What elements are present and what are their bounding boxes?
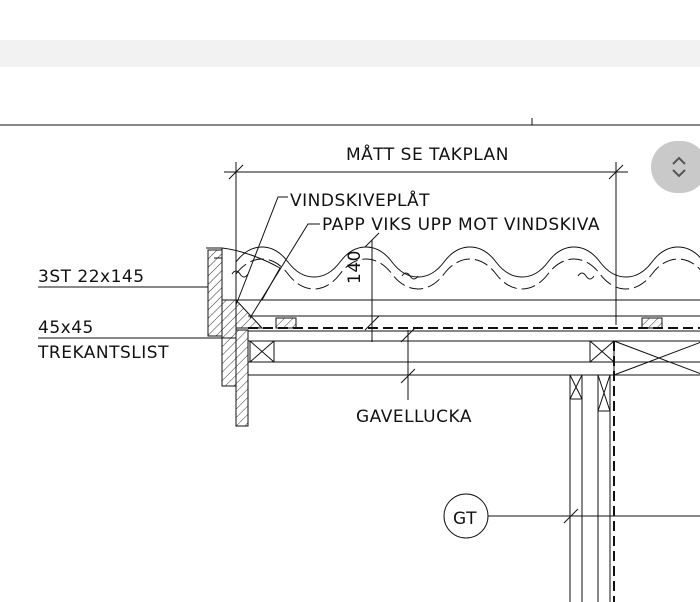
sheet-frame — [0, 118, 700, 126]
dimension-label: MÅTT SE TAKPLAN — [346, 143, 509, 165]
gt-marker-label: GT — [453, 509, 477, 529]
label-papp: PAPP VIKS UPP MOT VINDSKIVA — [322, 215, 600, 235]
label-gavellucka: GAVELLUCKA — [356, 407, 472, 427]
roof-tiles — [236, 246, 700, 290]
wind-board — [206, 247, 281, 427]
gt-marker — [443, 493, 700, 539]
label-trekantslist: TREKANTSLIST — [37, 343, 169, 363]
scroll-control-button[interactable] — [651, 141, 700, 193]
roof-layers — [248, 299, 700, 376]
tile-overlap-marks — [231, 270, 595, 280]
up-down-chevron-icon — [672, 156, 686, 178]
height-dimension-label: 140 — [345, 250, 365, 284]
leader-lines — [38, 196, 416, 400]
timber-sections — [249, 340, 700, 376]
viewer-toolbar-strip — [0, 40, 700, 67]
label-3st-22x145: 3ST 22x145 — [38, 267, 145, 287]
height-dimension — [364, 232, 380, 342]
overall-dimension — [224, 162, 628, 325]
label-vindskiveplat: VINDSKIVEPLÅT — [290, 189, 430, 211]
gable-wall — [563, 341, 615, 602]
label-45x45: 45x45 — [38, 318, 94, 338]
